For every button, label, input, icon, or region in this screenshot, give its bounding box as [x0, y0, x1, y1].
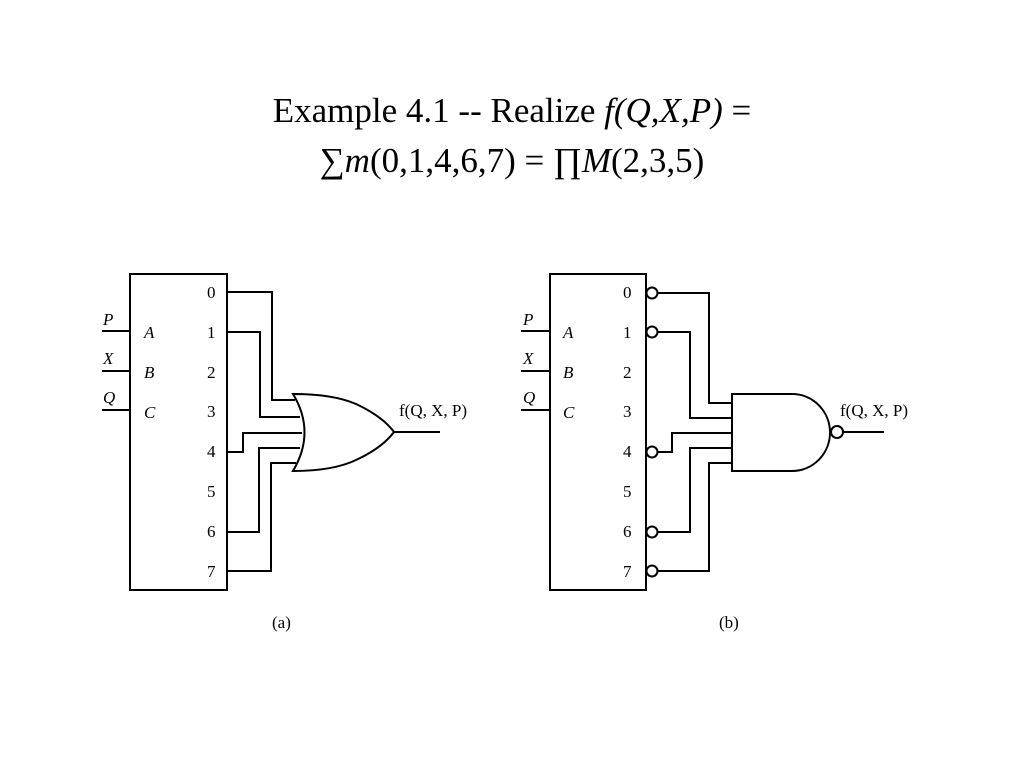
decoder-b-input-x: X: [522, 349, 534, 368]
decoder-b-output-3: 3: [623, 402, 632, 421]
nand-gate: [731, 393, 831, 472]
circuit-a-wires: [227, 291, 440, 572]
circuit-a: P X Q A B C 0 1 2 3 4 5 6 7 f(Q, X, P) (…: [102, 273, 467, 632]
title-line-2: ∑m(0,1,4,6,7) = ∏M(2,3,5): [0, 136, 1024, 186]
decoder-a-select-b: B: [144, 363, 155, 382]
sum-symbol: ∑: [319, 141, 345, 180]
decoder-b-select-c: C: [563, 403, 575, 422]
decoder-b-output-5: 5: [623, 482, 632, 501]
decoder-a-output-5: 5: [207, 482, 216, 501]
decoder-a-input-x: X: [102, 349, 114, 368]
decoder-b-output-0: 0: [623, 283, 632, 302]
decoder-a-output-3: 3: [207, 402, 216, 421]
decoder-b-output-6: 6: [623, 522, 632, 541]
circuit-a-output-label: f(Q, X, P): [399, 401, 467, 420]
maxterm-list: (2,3,5): [610, 141, 705, 180]
decoder-a-select-c: C: [144, 403, 156, 422]
decoder-a-input-lines: [102, 330, 130, 411]
circuit-b-caption: (b): [719, 613, 739, 632]
product-symbol: ∏: [553, 141, 582, 180]
decoder-a-box: [129, 273, 228, 591]
minterm-symbol: m: [344, 141, 370, 180]
decoder-b-select-a: A: [562, 323, 574, 342]
decoder-a-output-1: 1: [207, 323, 216, 342]
function-name: f(Q,X,P): [604, 91, 723, 130]
maxterm-symbol: M: [581, 141, 611, 180]
decoder-b-input-q: Q: [523, 388, 535, 407]
decoder-a-input-q: Q: [103, 388, 115, 407]
nand-output-bubble: [830, 425, 844, 439]
circuit-a-caption: (a): [272, 613, 291, 632]
decoder-b-input-p: P: [522, 310, 533, 329]
title-equals: =: [722, 91, 752, 130]
minterm-list: (0,1,4,6,7): [369, 141, 516, 180]
decoder-a-input-p: P: [102, 310, 113, 329]
decoder-a-output-2: 2: [207, 363, 216, 382]
circuit-b-output-label: f(Q, X, P): [840, 401, 908, 420]
decoder-a-output-6: 6: [207, 522, 216, 541]
decoder-a-output-4: 4: [207, 442, 216, 461]
decoder-b-input-lines: [521, 330, 550, 411]
circuit-b: P X Q A B C 0 1 2 3 4 5 6 7: [521, 273, 908, 632]
decoder-a-output-7: 7: [207, 562, 216, 581]
title-prefix: Example 4.1 -- Realize: [272, 91, 605, 130]
decoder-a-output-0: 0: [207, 283, 216, 302]
decoder-b-box: [549, 273, 647, 591]
title-line-1: Example 4.1 -- Realize f(Q,X,P) =: [0, 86, 1024, 136]
decoder-b-inversion-bubbles: [645, 286, 659, 578]
decoder-b-output-7: 7: [623, 562, 632, 581]
decoder-a-select-a: A: [143, 323, 155, 342]
circuit-b-wires: [658, 292, 884, 572]
decoder-b-output-4: 4: [623, 442, 632, 461]
decoder-b-output-2: 2: [623, 363, 632, 382]
decoder-b-select-b: B: [563, 363, 574, 382]
slide-title: Example 4.1 -- Realize f(Q,X,P) = ∑m(0,1…: [0, 86, 1024, 186]
or-gate: [291, 392, 396, 473]
equals-sign: =: [515, 141, 553, 180]
decoder-b-output-1: 1: [623, 323, 632, 342]
